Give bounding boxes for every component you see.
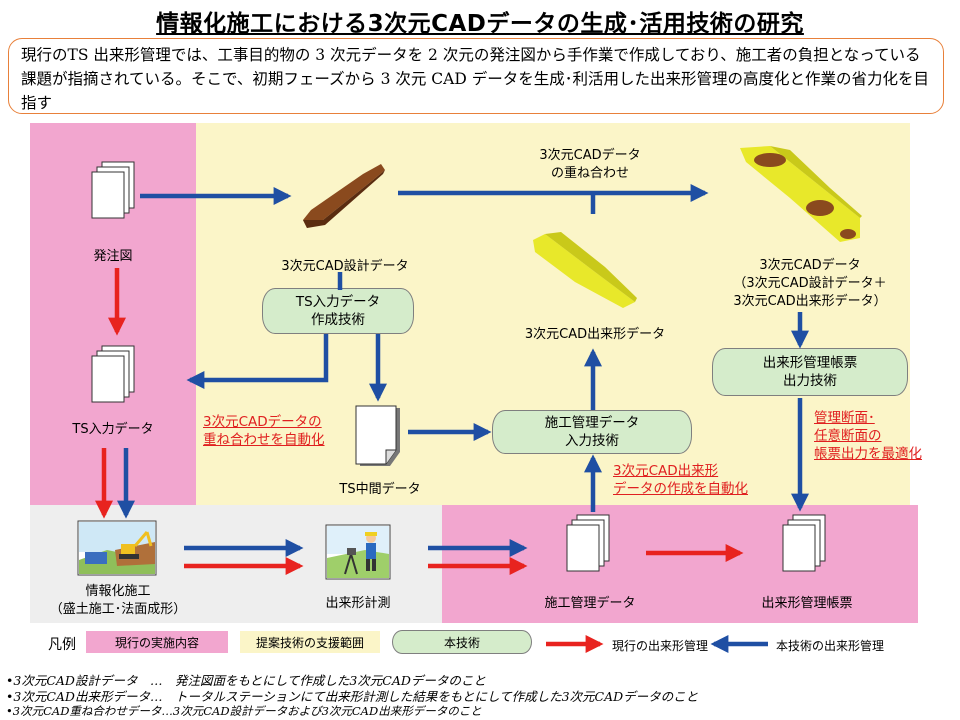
footnote-3: •3次元CAD重ね合わせデータ…3次元CAD設計データおよび3次元CAD出来形デ… — [6, 704, 482, 718]
footnote-2: •3次元CAD出来形データ… トータルステーションにて出来形計測した結果をもとに… — [6, 689, 699, 704]
design-3d-label: 3次元CAD設計データ — [281, 259, 409, 274]
ledger-tech-label-2: 出力技術 — [783, 373, 837, 389]
footnote-1: •3次元CAD設計データ … 発注図面をもとにして作成した3次元CADデータのこ… — [6, 673, 486, 688]
ledger-doc-icon — [782, 514, 826, 572]
const-mgmt-doc-icon — [566, 514, 610, 572]
auto-asbuilt-note-2: データの作成を自動化 — [613, 481, 748, 497]
merged-3d-label-1: 3次元CADデータ — [759, 258, 861, 273]
ts-input-tech-label-2: 作成技術 — [311, 312, 365, 328]
order-drawing-label: 発注図 — [93, 249, 133, 264]
ict-construction-label-1: 情報化施工 — [85, 584, 151, 599]
legend-support-box: 提案技術の支援範囲 — [240, 631, 380, 653]
const-mgmt-data-label: 施工管理データ — [544, 596, 636, 611]
summary-box: 現行のTS 出来形管理では、工事目的物の 3 次元データを 2 次元の発注図から… — [8, 38, 944, 114]
legend-tech-label: 本技術 — [443, 635, 480, 650]
surveyor-illustration-icon — [325, 524, 391, 580]
page-title: 情報化施工における3次元CADデータの生成･活用技術の研究 — [156, 11, 804, 37]
overlay-label-1: 3次元CADデータ — [539, 148, 641, 163]
ts-input-doc-icon — [91, 345, 135, 403]
const-mgmt-tech-label-1: 施工管理データ — [544, 415, 640, 431]
legend-current-box: 現行の実施内容 — [86, 631, 228, 653]
design-3d-image — [303, 164, 385, 228]
legend-tech-box: 本技術 — [392, 630, 532, 654]
legend-red-arrow-label: 現行の出来形管理 — [612, 639, 709, 653]
const-mgmt-tech-label-2: 入力技術 — [565, 433, 619, 449]
legend-blue-arrow-label: 本技術の出来形管理 — [776, 639, 885, 653]
asbuilt-3d-label: 3次元CAD出来形データ — [524, 327, 666, 342]
ts-input-tech-label-1: TS入力データ — [295, 294, 381, 310]
optimize-note-3: 帳票出力を最適化 — [814, 446, 922, 462]
arrow-tstech-to-tsinput — [186, 334, 329, 389]
merged-3d-label-2: （3次元CAD設計データ＋ — [733, 276, 887, 291]
const-mgmt-tech-box: 施工管理データ 入力技術 — [492, 410, 692, 454]
overlay-label-2: の重ね合わせ — [550, 166, 629, 181]
auto-overlay-note-2: 重ね合わせを自動化 — [203, 432, 325, 448]
optimize-note-1: 管理断面･ — [814, 410, 875, 426]
optimize-note-2: 任意断面の — [814, 428, 882, 444]
merged-3d-image — [740, 146, 862, 242]
legend-current-label: 現行の実施内容 — [114, 635, 199, 650]
asbuilt-3d-image — [533, 232, 637, 308]
ts-intermediate-doc-icon — [355, 405, 400, 466]
auto-overlay-note-1: 3次元CADデータの — [203, 414, 322, 430]
asbuilt-survey-label: 出来形計測 — [325, 596, 391, 611]
ledger-tech-label-1: 出来形管理帳票 — [762, 355, 858, 371]
ledger-label: 出来形管理帳票 — [761, 596, 853, 611]
merged-3d-label-3: 3次元CAD出来形データ） — [733, 294, 887, 309]
legend-title: 凡例 — [48, 637, 76, 653]
legend-support-label: 提案技術の支援範囲 — [255, 635, 364, 650]
excavator-illustration-icon — [77, 520, 157, 576]
ts-intermediate-label: TS中間データ — [339, 482, 421, 497]
order-drawing-doc-icon — [91, 161, 135, 219]
ts-input-data-label: TS入力データ — [72, 422, 154, 437]
auto-asbuilt-note-1: 3次元CAD出来形 — [613, 463, 719, 479]
ict-construction-label-2: （盛土施工･法面成形） — [49, 602, 187, 617]
ledger-tech-box: 出来形管理帳票 出力技術 — [712, 348, 908, 396]
